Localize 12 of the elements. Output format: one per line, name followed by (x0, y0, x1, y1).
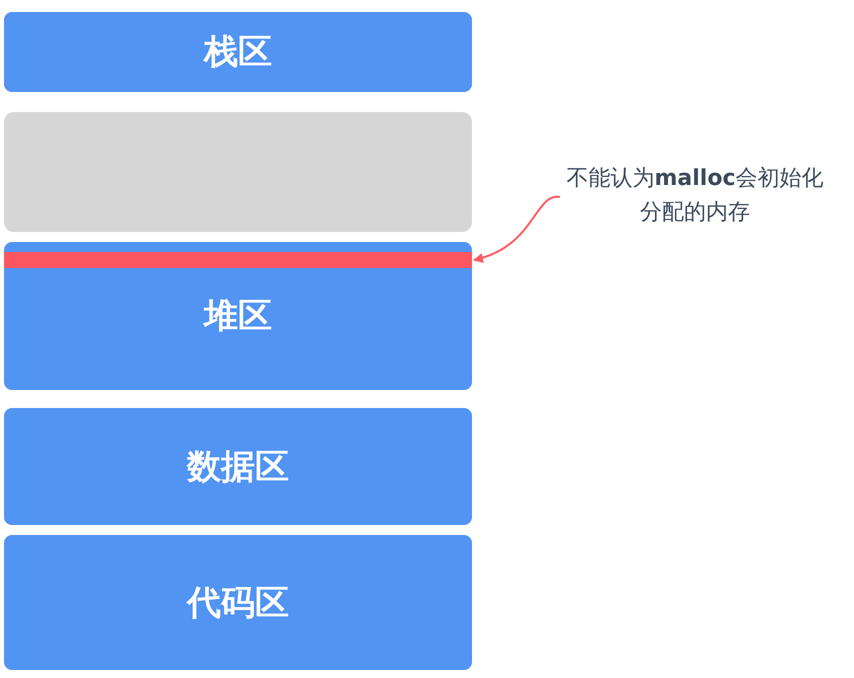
block-label: 堆区 (204, 295, 272, 338)
block-label: 数据区 (187, 446, 289, 488)
arrow (473, 196, 560, 262)
allocated-memory-bar (4, 252, 472, 268)
block-label: 栈区 (204, 31, 272, 74)
note-text: 不能认为malloc会初始化分配的内存 (560, 162, 830, 232)
stack-block (4, 12, 472, 92)
data-block (4, 408, 472, 525)
code-block (4, 535, 472, 670)
heap-block (4, 242, 472, 390)
block-label: 代码区 (187, 582, 289, 624)
free-space-block (4, 112, 472, 232)
